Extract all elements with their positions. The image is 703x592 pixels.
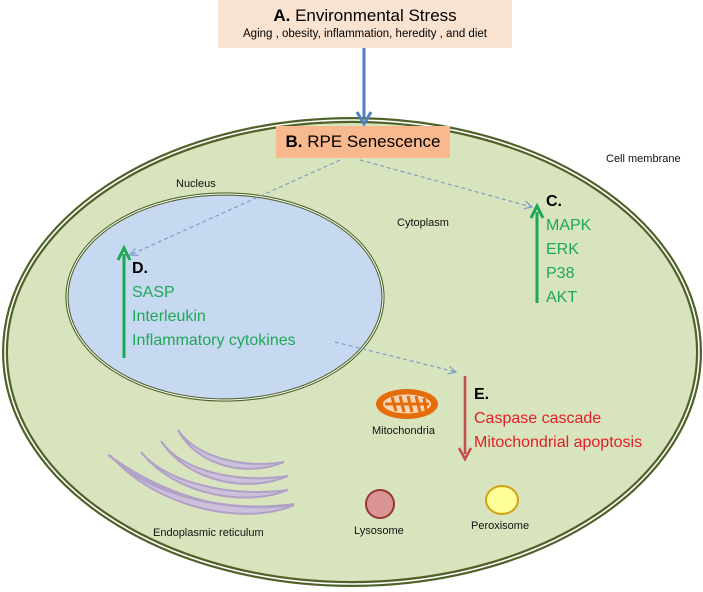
group-c-item: ERK (546, 241, 579, 258)
group-d-item: Inflammatory cytokines (132, 332, 296, 349)
e-down-arrow-head (457, 447, 473, 462)
lysosome-icon (365, 489, 395, 519)
arrow-b-to-d (130, 159, 341, 255)
group-c-item: P38 (546, 265, 575, 282)
nucleus-label: Nucleus (176, 178, 216, 190)
group-c-item: MAPK (546, 217, 592, 234)
mitochondria-icon (376, 389, 438, 419)
group-e-letter: E. (474, 386, 490, 403)
environmental-stress-subtitle: Aging , obesity, inflammation, heredity … (243, 28, 487, 40)
arrow-b-to-c (359, 159, 532, 207)
d-up-arrow-head (116, 244, 132, 261)
cytoplasm-label: Cytoplasm (397, 217, 449, 229)
endoplasmic-reticulum-label: Endoplasmic reticulum (153, 527, 264, 539)
nucleus-envelope-inner-line (66, 193, 384, 401)
cell-membrane-inner-line (4, 119, 700, 585)
endoplasmic-reticulum-icon (107, 429, 295, 515)
peroxisome-icon (485, 485, 519, 515)
group-e-item: Mitochondrial apoptosis (474, 434, 643, 451)
group-c-item: AKT (546, 289, 578, 306)
group-d-item: Interleukin (132, 308, 206, 325)
peroxisome-label: Peroxisome (471, 520, 530, 532)
lysosome-label: Lysosome (354, 525, 404, 537)
group-c: C. MAPK ERK P38 AKT (546, 190, 591, 310)
box-a-letter: A. (273, 6, 291, 25)
c-up-arrow-head (529, 202, 545, 219)
arrow-a-to-b-head (355, 111, 373, 127)
group-e: E. Caspase cascade Mitochondrial apoptos… (474, 383, 642, 455)
group-c-letter: C. (546, 193, 562, 210)
cell-membrane-label: Cell membrane (606, 153, 681, 165)
group-d: D. SASP Interleukin Inflammatory cytokin… (132, 257, 296, 353)
box-b-title: RPE Senescence (307, 132, 441, 151)
environmental-stress-box: A. Environmental Stress Aging , obesity,… (218, 0, 512, 48)
mitochondria-label: Mitochondria (372, 425, 435, 437)
group-d-letter: D. (132, 260, 148, 277)
box-a-title: Environmental Stress (295, 6, 457, 25)
group-d-item: SASP (132, 284, 175, 301)
rpe-senescence-box: B. RPE Senescence (276, 126, 450, 158)
environmental-stress-title: A. Environmental Stress (218, 6, 512, 26)
group-e-item: Caspase cascade (474, 410, 602, 427)
box-b-letter: B. (285, 132, 303, 151)
